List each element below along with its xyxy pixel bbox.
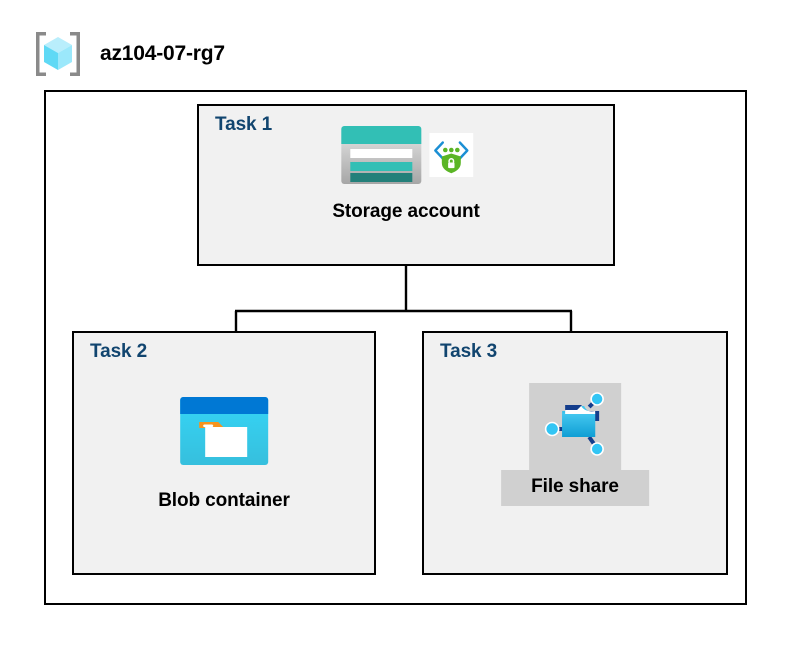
node-blob-container[interactable]: Blob container: [158, 395, 290, 512]
blob-container-icon-group: [178, 395, 270, 472]
file-share-icon: [541, 389, 609, 466]
storage-account-icon: [339, 124, 423, 191]
resource-group-title: az104-07-rg7: [100, 42, 225, 65]
task-label-2: Task 2: [90, 341, 148, 362]
node-label-storage-account: Storage account: [332, 201, 480, 222]
task-box-1: Task 1: [197, 104, 615, 266]
task-box-2: Task 2: [72, 331, 376, 575]
resource-group-icon: [30, 26, 86, 82]
node-label-file-share: File share: [531, 476, 619, 497]
task-box-3: Task 3: [422, 331, 728, 575]
node-label-blob-container: Blob container: [158, 490, 290, 511]
file-share-icon-highlight: [529, 383, 621, 474]
resource-group-header: az104-07-rg7: [30, 26, 225, 82]
node-file-share[interactable]: File share: [501, 383, 649, 506]
node-storage-account[interactable]: Storage account: [332, 124, 480, 223]
task-label-1: Task 1: [215, 114, 273, 135]
task-label-3: Task 3: [440, 341, 498, 362]
blob-container-icon: [178, 395, 270, 472]
storage-account-icon-group: [339, 124, 473, 191]
secure-storage-shield-icon: [429, 133, 473, 182]
file-share-label-highlight: File share: [501, 470, 649, 506]
